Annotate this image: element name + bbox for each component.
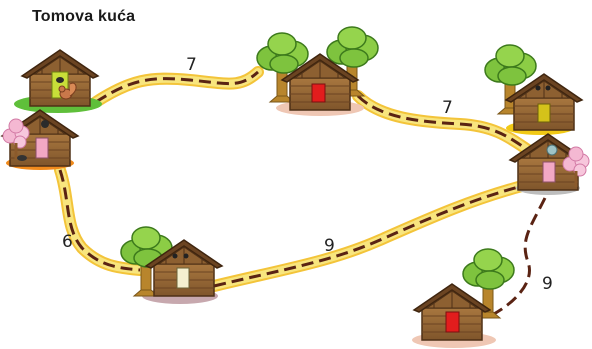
- distance-label: 6: [62, 232, 73, 252]
- house-top-right[interactable]: [484, 44, 583, 135]
- distance-label: 9: [542, 274, 553, 294]
- distance-labels: 7 7 6 9 9: [62, 55, 553, 294]
- house-tomova-kuca[interactable]: [14, 49, 102, 113]
- home-house-title: Tomova kuća: [32, 8, 136, 25]
- house-right-blossom[interactable]: [509, 133, 590, 195]
- distance-label: 9: [324, 236, 335, 256]
- squirrel-icon: [58, 82, 77, 100]
- roads: [54, 66, 547, 318]
- house-left-blossom[interactable]: [1, 109, 79, 170]
- house-bottom-left[interactable]: [120, 226, 223, 304]
- distance-label: 7: [442, 98, 453, 118]
- stone-pot-icon: [17, 155, 27, 161]
- distance-label: 7: [186, 55, 197, 75]
- house-top-center[interactable]: [256, 26, 379, 116]
- house-bottom-right[interactable]: [412, 248, 515, 348]
- path-right-to-bottom-right: [489, 197, 547, 318]
